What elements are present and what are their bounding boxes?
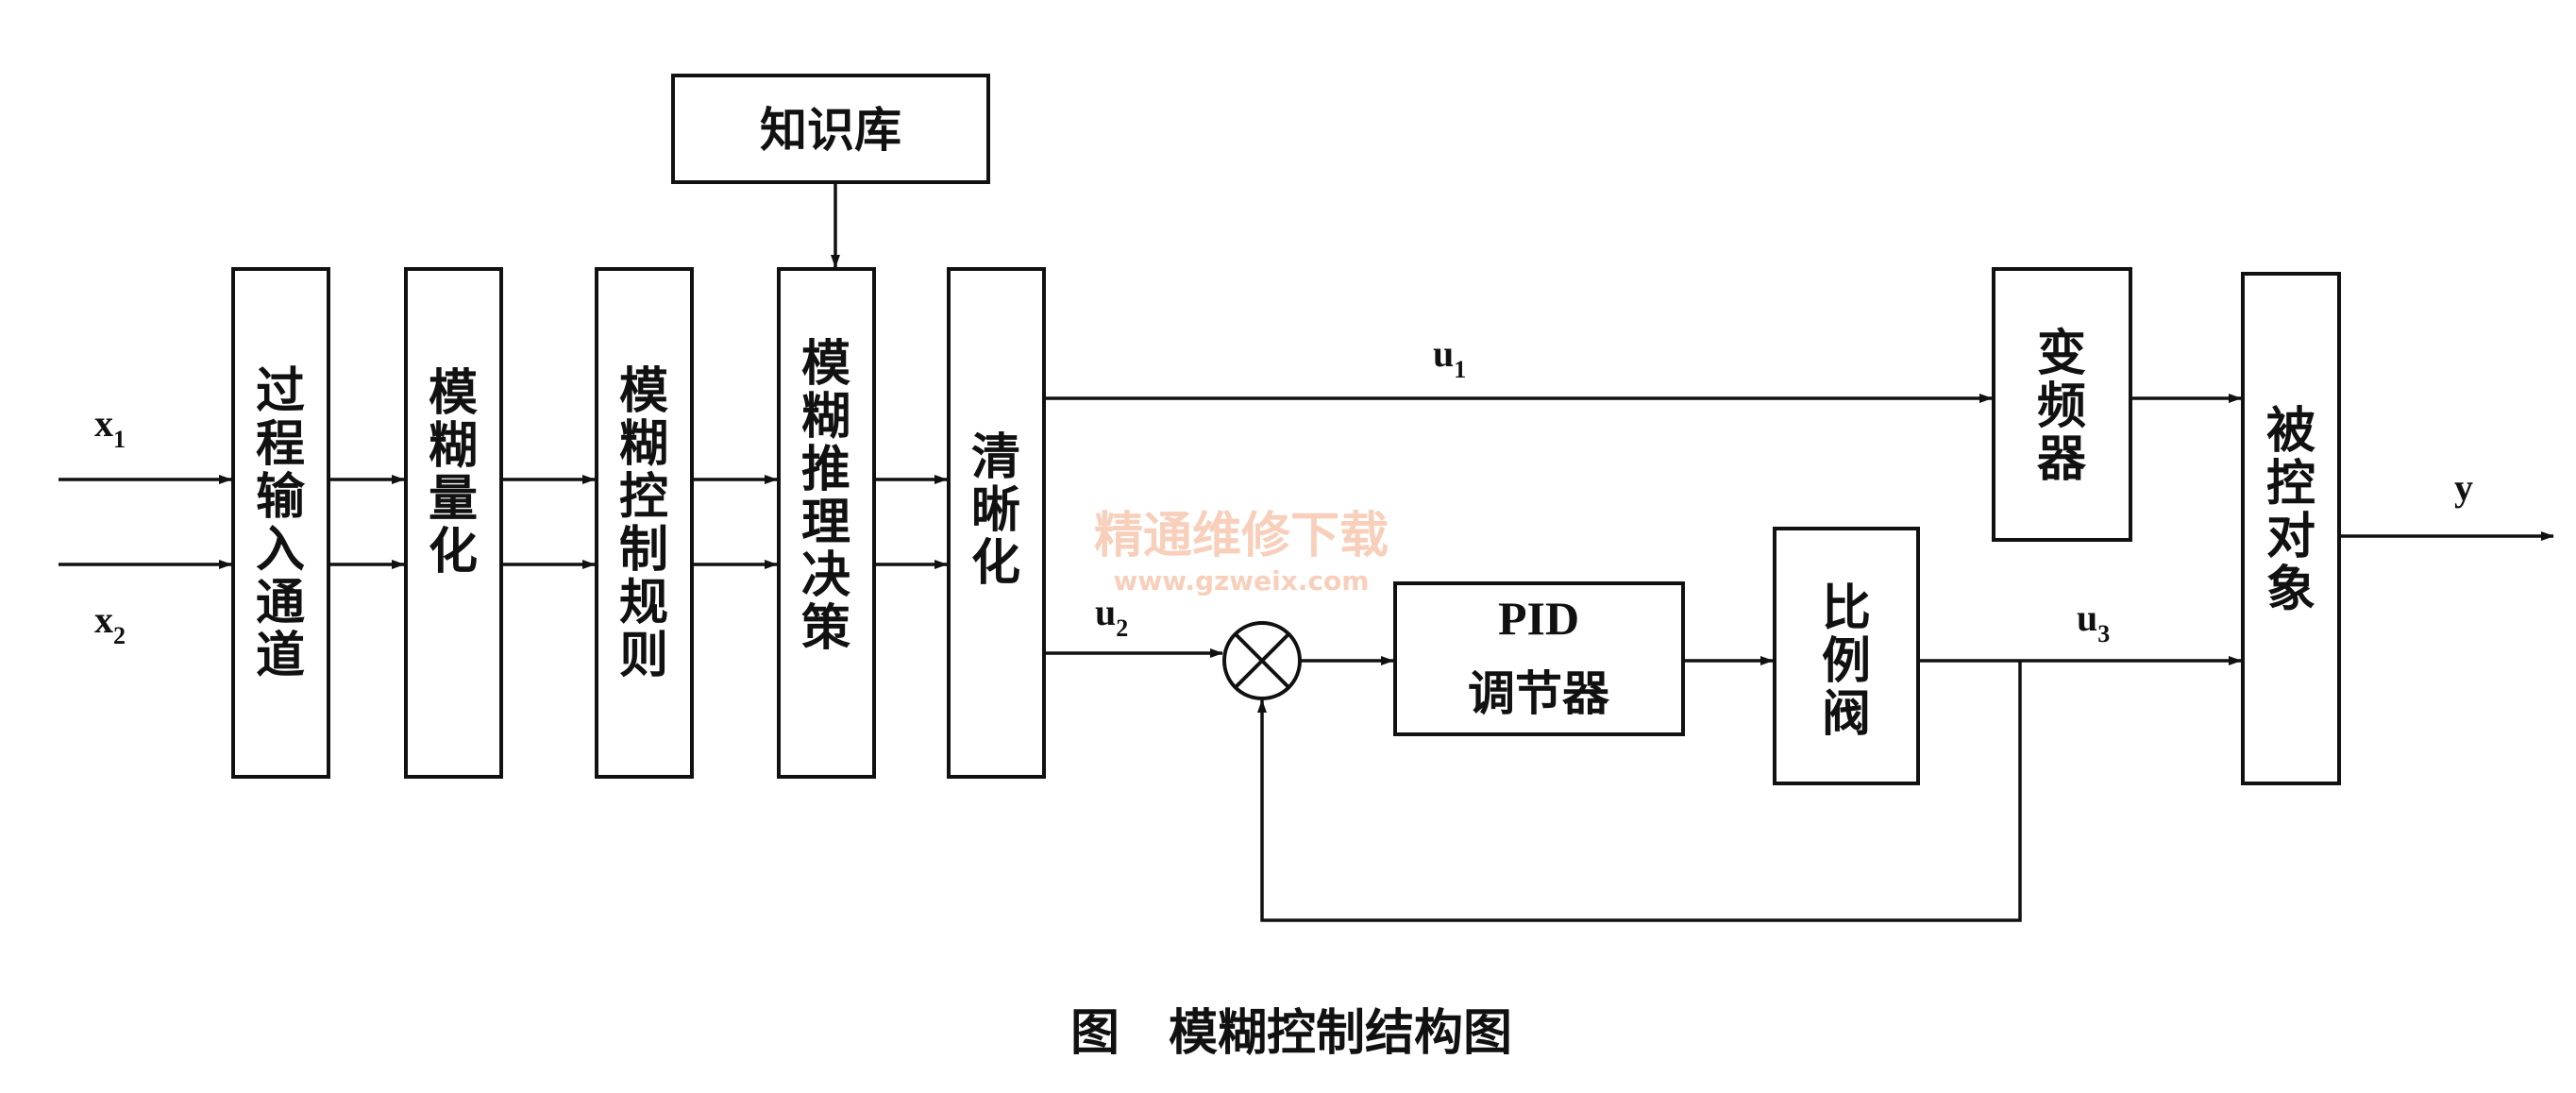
fuzzify-block <box>404 267 503 779</box>
summing-junction <box>1222 621 1302 700</box>
knowledge-base-label: 知识库 <box>760 102 901 158</box>
inverter-block <box>1992 267 2132 542</box>
pid-label-line1: PID <box>1498 592 1579 645</box>
inference-label: 模糊推理决策 <box>801 335 850 657</box>
chain-arrows <box>328 475 948 569</box>
u1-label: u1 <box>1433 332 1466 383</box>
fuzzify-label: 模糊量化 <box>429 364 478 580</box>
valve-label: 比例阀 <box>1822 580 1871 743</box>
defuzzify-label: 清晰化 <box>971 429 1020 592</box>
pid-label-line2: 调节器 <box>1468 665 1610 721</box>
knowledge-base-block <box>671 74 990 184</box>
watermark-title: 精通维修下载 <box>1094 507 1389 564</box>
plant-label: 被控对象 <box>2266 402 2315 618</box>
u3-label: u3 <box>2077 597 2110 647</box>
pid-block <box>1393 581 1685 736</box>
defuzzify-block <box>947 267 1046 779</box>
rules-label: 模糊控制规则 <box>619 362 668 684</box>
process-input-label: 过程输入通道 <box>256 362 306 684</box>
rules-block <box>595 267 694 779</box>
inference-block <box>777 267 876 779</box>
watermark: 精通维修下载 www.gzweix.com <box>1094 507 1389 597</box>
x1-label: x1 <box>94 402 126 453</box>
process-input-block <box>231 267 330 779</box>
u2-label: u2 <box>1095 591 1128 642</box>
figure-caption: 图 模糊控制结构图 <box>1070 1004 1512 1062</box>
plant-block <box>2241 272 2341 785</box>
watermark-url: www.gzweix.com <box>1114 565 1370 597</box>
valve-block <box>1773 527 1920 785</box>
inverter-label: 变频器 <box>2037 325 2087 488</box>
feedback-path <box>1257 661 2022 922</box>
x2-label: x2 <box>94 598 126 649</box>
y-label: y <box>2454 466 2473 509</box>
